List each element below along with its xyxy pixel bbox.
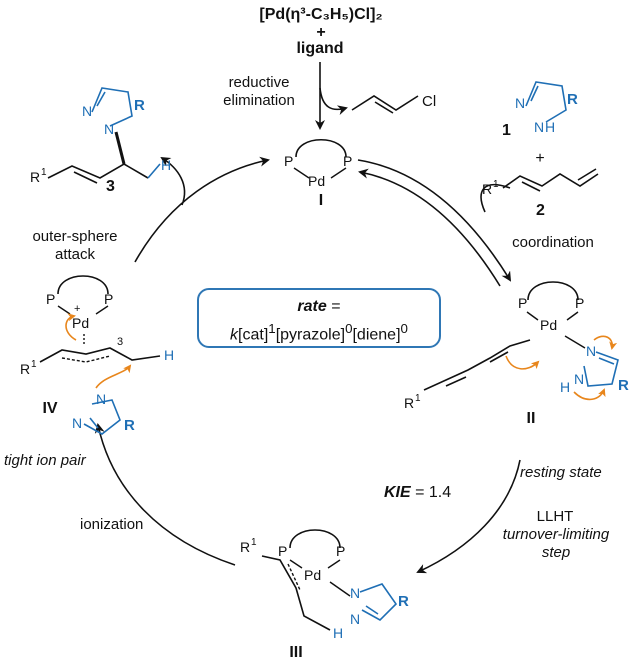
atom-label: P xyxy=(336,543,345,559)
kie-label: KIE xyxy=(384,484,411,501)
atom-label: P xyxy=(104,291,113,307)
atom-label: N xyxy=(586,343,596,359)
atom-label: P xyxy=(46,291,55,307)
atom-label: N xyxy=(82,103,92,119)
compound-iii: III xyxy=(289,644,303,661)
atom-label: N xyxy=(515,95,525,111)
atom-label: R xyxy=(404,395,414,411)
atom-label: R xyxy=(482,181,492,197)
step-tight-ion-pair: tight ion pair xyxy=(4,452,86,469)
atom-label: N xyxy=(350,585,360,601)
atom-label: H xyxy=(164,347,174,363)
atom-label: N xyxy=(104,121,114,137)
allyl-cl-label: Cl xyxy=(422,93,436,110)
step-ionization: ionization xyxy=(80,516,144,533)
atom-label: H xyxy=(161,157,171,173)
complex-i: P P Pd xyxy=(284,138,352,189)
complex-iv xyxy=(39,275,161,435)
compound-iv: IV xyxy=(42,400,58,417)
rate-law-box: rate = k[cat]1[pyrazole]0[diene]0 xyxy=(197,288,441,348)
rate-equation: k[cat]1[pyrazole]0[diene]0 xyxy=(230,321,408,344)
step-turnover-step: step xyxy=(541,544,571,561)
atom-label: N xyxy=(574,371,584,387)
compound-3: 3 xyxy=(106,178,115,195)
atom-label: P xyxy=(518,295,527,311)
step-turnover-limiting: turnover-limiting xyxy=(502,526,610,543)
atom-label: R xyxy=(567,91,578,108)
arrow-iv-to-i xyxy=(134,156,270,263)
atom-label: P xyxy=(284,153,293,169)
atom-label: 1 xyxy=(493,179,499,190)
step-llht: LLHT xyxy=(536,508,574,525)
atom-label: H xyxy=(560,379,570,395)
atom-label: 1 xyxy=(251,537,257,548)
atom-label: 3 xyxy=(117,336,123,348)
atom-label: 1 xyxy=(31,359,37,370)
allyl-chloride xyxy=(351,95,419,114)
compound-i: I xyxy=(318,192,324,209)
compound-ii: II xyxy=(526,410,536,427)
step-attack: attack xyxy=(54,246,96,263)
arrow-ii-to-iii xyxy=(416,459,521,574)
atom-label: R xyxy=(124,417,135,434)
atom-label: 1 xyxy=(41,167,47,178)
atom-label: N xyxy=(534,119,544,135)
atom-label: R xyxy=(240,539,250,555)
atom-label: Pd xyxy=(304,567,321,583)
atom-label: Pd xyxy=(308,173,325,189)
cycle-arrows xyxy=(94,62,521,574)
step-coordination: coordination xyxy=(512,234,594,251)
atom-label: R xyxy=(398,593,409,610)
product-3 xyxy=(47,87,161,184)
compound-2: 2 xyxy=(536,202,545,219)
atom-label: Pd xyxy=(72,315,89,331)
atom-label: + xyxy=(74,303,80,315)
step-outer-sphere: outer-sphere xyxy=(32,228,118,245)
atom-label: N xyxy=(72,415,82,431)
step-resting-state: resting state xyxy=(520,464,602,481)
arrow-allyl-cl-out xyxy=(319,87,348,116)
diene-2 xyxy=(502,168,599,192)
atom-label: R xyxy=(134,97,145,114)
step-elimination: elimination xyxy=(223,92,295,109)
atom-label: P xyxy=(343,153,352,169)
kie-value: KIE = 1.4 xyxy=(384,484,452,501)
atom-label: H xyxy=(333,625,343,641)
compound-1: 1 xyxy=(502,122,511,139)
step-reductive: reductive xyxy=(228,74,290,91)
arrow-coordination-in xyxy=(480,183,511,213)
rate-title: rate = xyxy=(297,298,341,315)
complex-ii xyxy=(423,281,619,401)
coordination-plus: + xyxy=(535,150,545,167)
ligand-label: ligand xyxy=(296,40,344,57)
arrow-to-product-3 xyxy=(160,156,186,206)
precatalyst-plus: + xyxy=(316,24,326,41)
atom-label: H xyxy=(545,119,555,135)
atom-label: P xyxy=(575,295,584,311)
atom-label: P xyxy=(278,543,287,559)
arrow-iii-to-iv xyxy=(94,423,236,566)
precatalyst-label: [Pd(η³-C₃H₅)Cl]₂ xyxy=(259,6,383,23)
atom-label: R xyxy=(618,377,629,394)
atom-label: R xyxy=(30,169,40,185)
pyrazole-1 xyxy=(525,81,567,123)
atom-label: Pd xyxy=(540,317,557,333)
atom-label: 1 xyxy=(415,393,421,404)
atom-label: R xyxy=(20,361,30,377)
atom-label: N xyxy=(350,611,360,627)
complex-iii xyxy=(261,529,398,631)
arrow-ii-to-i xyxy=(358,168,501,287)
atom-label: N xyxy=(96,391,106,407)
arrow-i-to-ii xyxy=(357,159,512,282)
